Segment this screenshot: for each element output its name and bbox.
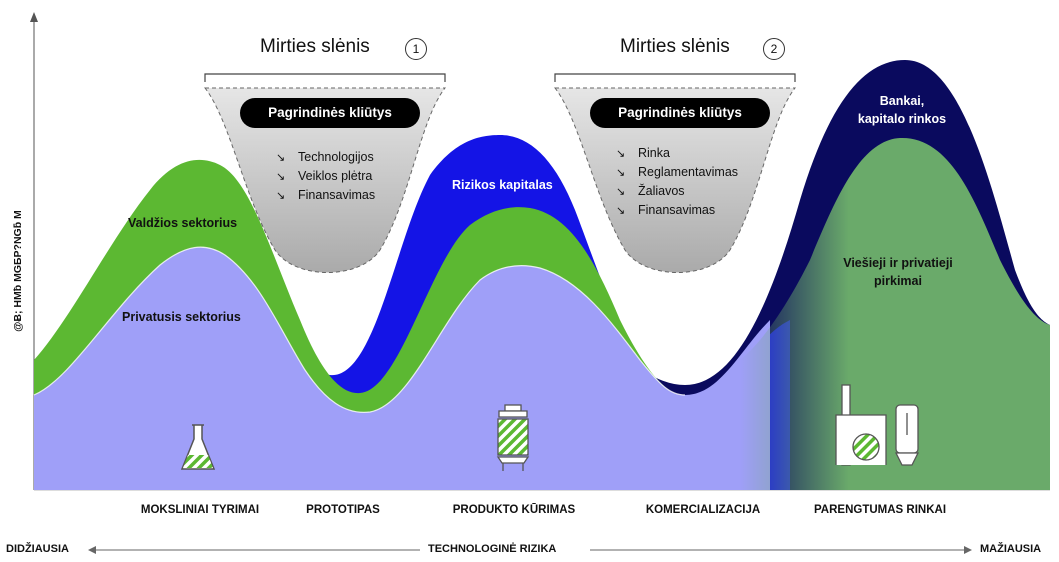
valley-2-title: Mirties slėnis — [620, 36, 730, 57]
barrier-item: Reglamentavimas — [616, 163, 738, 182]
venture-capital-label: Rizikos kapitalas — [452, 178, 553, 192]
banks-label-line1: Bankai, — [879, 94, 925, 108]
valley-1-barriers: Technologijos Veiklos plėtra Finansavima… — [276, 148, 375, 205]
barrier-item: Technologijos — [276, 148, 375, 167]
risk-axis-title: TECHNOLOGINĖ RIZIKA — [428, 543, 557, 555]
y-axis-label: @Ƀ; HMƀ MGƂP?NGƃ M — [12, 210, 24, 332]
private-sector-area — [34, 247, 770, 490]
government-label: Valdžios sektorius — [128, 216, 238, 230]
barrier-item: Žaliavos — [616, 182, 738, 201]
barrier-item: Rinka — [616, 144, 738, 163]
stage-research: MOKSLINIAI TYRIMAI — [140, 504, 260, 516]
valley-2-number: 2 — [763, 38, 785, 60]
banks-label: Bankai, kapitalo rinkos — [842, 92, 962, 128]
reactor-icon — [496, 404, 530, 471]
procurement-area — [740, 137, 1050, 491]
procurement-label-line1: Viešieji ir privatieji — [843, 256, 953, 270]
private-sector-label: Privatusis sektorius — [122, 310, 241, 324]
risk-arrowhead-left — [88, 546, 96, 554]
valley-1-bracket — [204, 73, 446, 82]
flask-icon — [180, 424, 216, 470]
barrier-item: Finansavimas — [276, 186, 375, 205]
banks-label-line2: kapitalo rinkos — [857, 112, 947, 126]
valley-1-number: 1 — [405, 38, 427, 60]
valley-1-barriers-title: Pagrindinės kliūtys — [240, 98, 420, 128]
barrier-item: Veiklos plėtra — [276, 167, 375, 186]
valley-2-bracket — [554, 73, 796, 82]
risk-arrowhead-right — [964, 546, 972, 554]
procurement-label: Viešieji ir privatieji pirkimai — [818, 254, 978, 290]
risk-lowest-label: MAŽIAUSIA — [980, 543, 1042, 555]
stage-commercialization: KOMERCIALIZACIJA — [645, 504, 761, 516]
valley-2-barriers: Rinka Reglamentavimas Žaliavos Finansavi… — [616, 144, 738, 220]
stage-market-readiness: PARENGTUMAS RINKAI — [813, 504, 947, 516]
stage-prototype: PROTOTIPAS — [306, 504, 380, 516]
stage-product-development: PRODUKTO KŪRIMAS — [452, 504, 576, 516]
factory-icon — [835, 384, 920, 466]
y-axis-arrow — [30, 12, 38, 22]
procurement-label-line2: pirkimai — [874, 274, 922, 288]
private-sector-edge — [33, 246, 686, 413]
valley-1-title: Mirties slėnis — [260, 36, 370, 57]
risk-highest-label: DIDŽIAUSIA — [6, 543, 69, 555]
valley-2-barriers-title: Pagrindinės kliūtys — [590, 98, 770, 128]
barrier-item: Finansavimas — [616, 201, 738, 220]
